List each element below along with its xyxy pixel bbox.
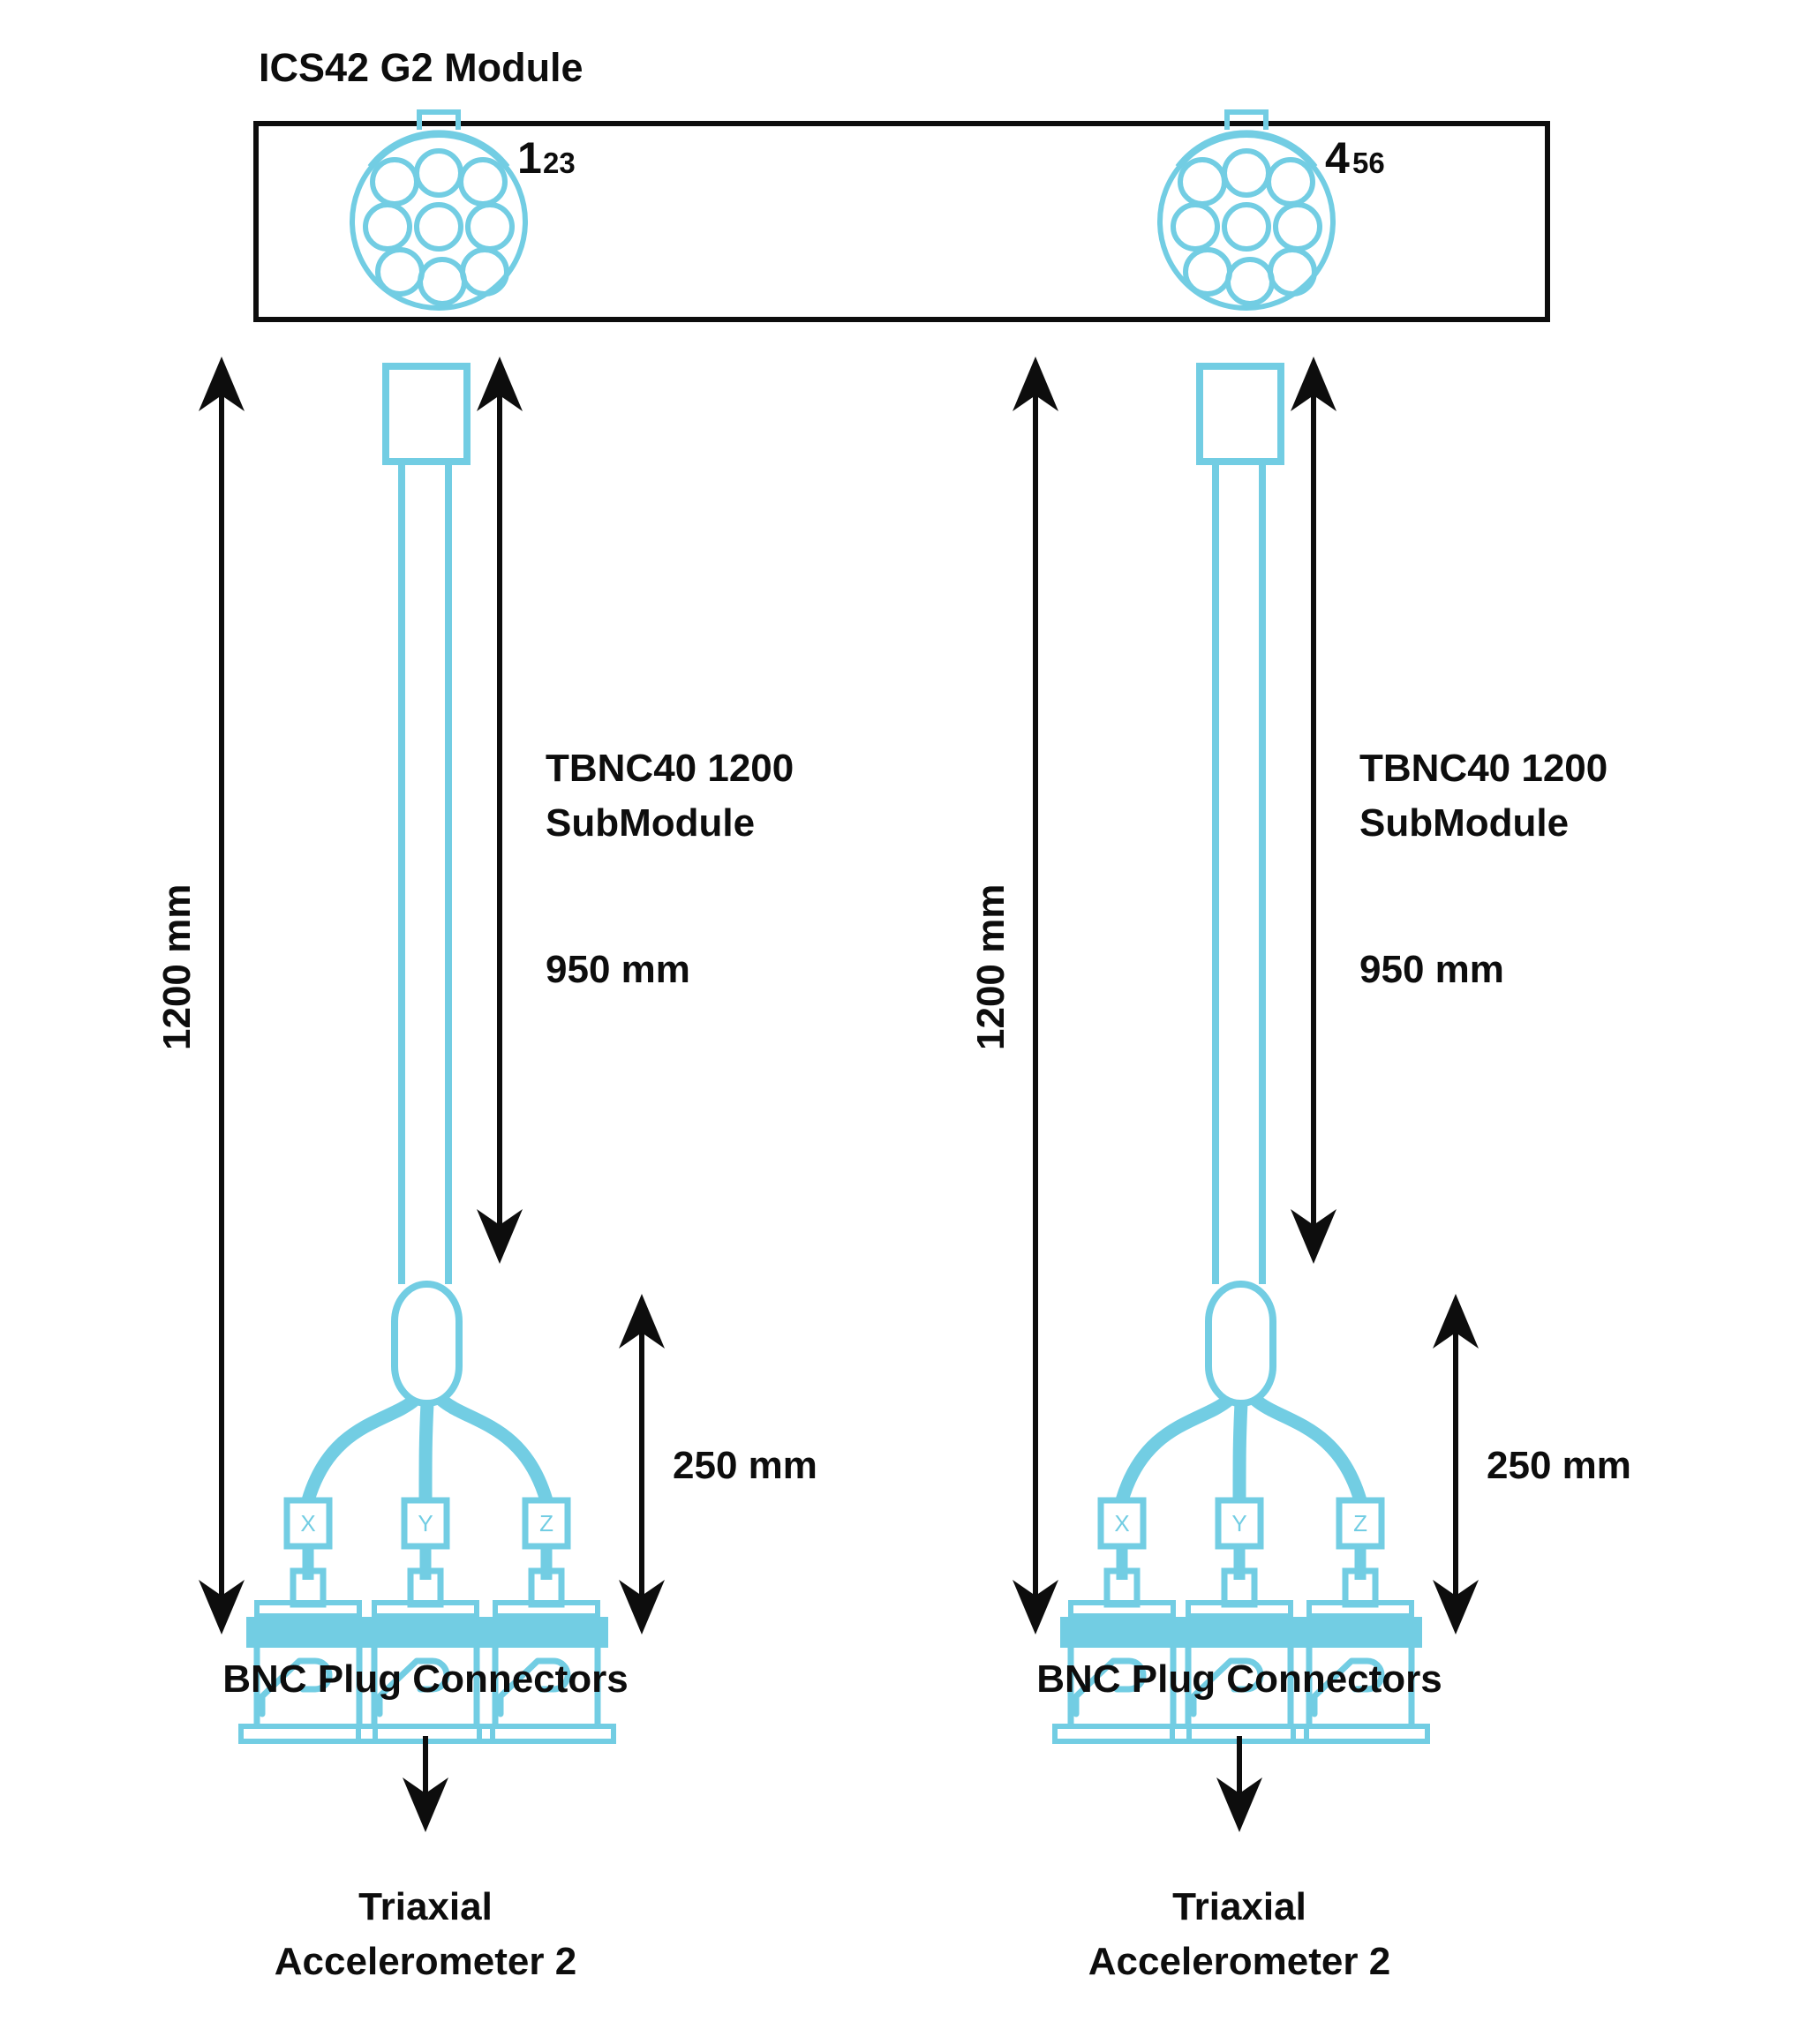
assembly-right: 1200 mm X Y Z [969, 357, 1631, 1983]
module-enclosure [253, 121, 1550, 322]
dimension-cable-right [1291, 357, 1336, 1264]
axis-label-y-left: Y [404, 1500, 447, 1546]
submodule-label-right-line1: TBNC40 1200 [1359, 747, 1607, 790]
submodule-label-left-line2: SubModule [546, 801, 755, 845]
bnc-caption-right: BNC Plug Connectors [1036, 1657, 1442, 1701]
dimension-total-left-label: 1200 mm [155, 884, 199, 1050]
dimension-total-right: 1200 mm [969, 357, 1058, 1634]
submodule-label-left-line1: TBNC40 1200 [546, 747, 794, 790]
axis-label-x-left: X [287, 1500, 329, 1546]
bnc-plug-icon [1172, 1571, 1306, 1741]
device-label-left-line2: Accelerometer 2 [275, 1940, 576, 1983]
dimension-cable-left-label: 950 mm [546, 948, 690, 991]
branch-cable-x [1115, 1394, 1233, 1503]
assembly-left: 1200 mm X Y Z [155, 357, 817, 1983]
connector-right-pin-sub: 56 [1352, 147, 1385, 179]
connector-left-pin-main: 1 [517, 133, 542, 183]
branch-cable-z [437, 1394, 553, 1503]
axis-label-y-right: Y [1218, 1500, 1261, 1546]
bnc-plug-x-left[interactable] [241, 1571, 375, 1741]
bnc-plug-icon [1055, 1571, 1189, 1741]
dimension-branch-right-label: 250 mm [1487, 1444, 1631, 1487]
bnc-plug-z-right[interactable] [1293, 1571, 1427, 1741]
dimension-branch-left-label: 250 mm [673, 1444, 817, 1487]
bnc-plug-icon [241, 1571, 375, 1741]
dimension-branch-left: 250 mm [619, 1294, 817, 1634]
dimension-cable-left [477, 357, 523, 1264]
device-label-right-line2: Accelerometer 2 [1088, 1940, 1390, 1983]
axis-label-z-text: Z [1353, 1510, 1367, 1537]
bnc-plug-y-left[interactable] [358, 1571, 493, 1741]
bnc-caption-left: BNC Plug Connectors [222, 1657, 629, 1701]
axis-label-x-text: X [300, 1510, 315, 1537]
branch-cable-x [301, 1394, 419, 1503]
dimension-branch-right: 250 mm [1433, 1294, 1631, 1634]
cable-splitter-left [391, 1281, 463, 1407]
device-label-left-line1: Triaxial [358, 1885, 493, 1928]
axis-label-z-left: Z [525, 1500, 568, 1546]
connector-left-pin-sub: 23 [543, 147, 576, 179]
submodule-label-right-line2: SubModule [1359, 801, 1569, 845]
axis-label-z-right: Z [1339, 1500, 1382, 1546]
bnc-plug-y-right[interactable] [1172, 1571, 1306, 1741]
bnc-plug-z-left[interactable] [479, 1571, 614, 1741]
axis-label-z-text: Z [539, 1510, 553, 1537]
axis-label-y-text: Y [1231, 1510, 1246, 1537]
dimension-cable-right-label: 950 mm [1359, 948, 1504, 991]
submodule-plug-right[interactable] [1196, 363, 1284, 465]
bnc-plug-icon [479, 1571, 614, 1741]
branch-cable-z [1251, 1394, 1367, 1503]
cable-splitter-right [1205, 1281, 1276, 1407]
submodule-plug-left[interactable] [382, 363, 471, 465]
bnc-plug-x-right[interactable] [1055, 1571, 1189, 1741]
bnc-plug-icon [1293, 1571, 1427, 1741]
branch-cable-y [418, 1402, 434, 1501]
dimension-total-right-label: 1200 mm [969, 884, 1013, 1050]
axis-label-y-text: Y [418, 1510, 433, 1537]
connector-face-icon [352, 112, 525, 308]
axis-label-x-right: X [1101, 1500, 1143, 1546]
connector-right-pin-main: 4 [1325, 133, 1350, 183]
branch-cable-y [1232, 1402, 1248, 1501]
bnc-plug-icon [358, 1571, 493, 1741]
page-title: ICS42 G2 Module [259, 45, 584, 90]
device-label-right-line1: Triaxial [1172, 1885, 1306, 1928]
device-pointer-left [403, 1736, 448, 1832]
connector-face-icon [1160, 112, 1333, 308]
device-pointer-right [1216, 1736, 1262, 1832]
dimension-total-left: 1200 mm [155, 357, 245, 1634]
connector-right[interactable] [1160, 112, 1333, 308]
axis-label-x-text: X [1114, 1510, 1129, 1537]
connector-left[interactable] [352, 112, 525, 308]
